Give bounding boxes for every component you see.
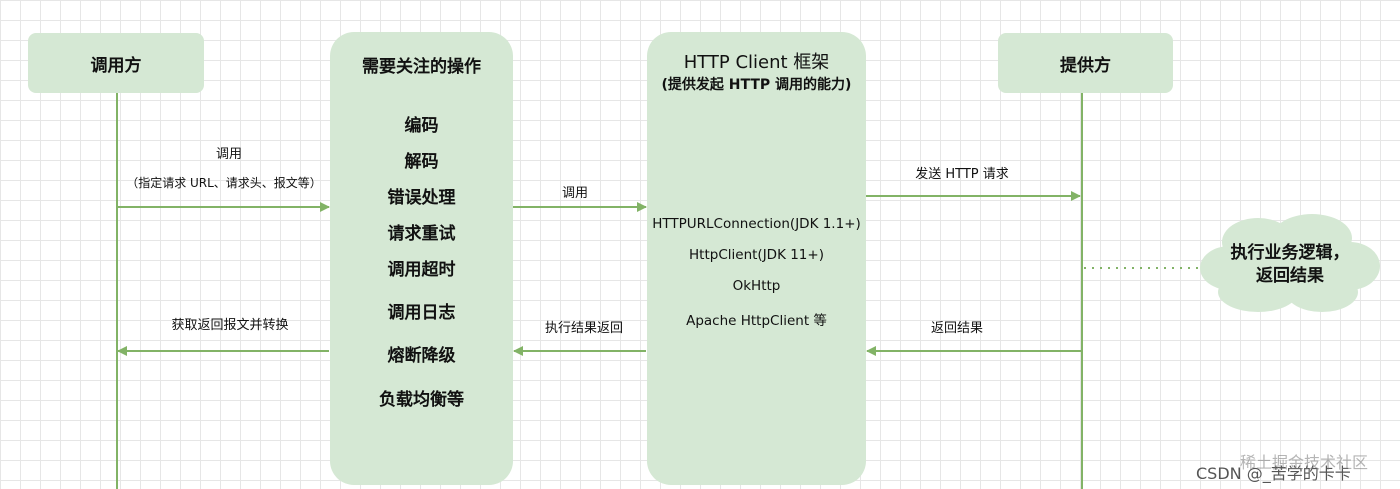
provider-label: 提供方 [1060, 55, 1111, 76]
msg-call-2-label: 调用 [561, 186, 589, 201]
op-item: 错误处理 [387, 188, 456, 208]
client-panel-title: HTTP Client 框架 [683, 52, 830, 73]
op-item: 负载均衡等 [379, 390, 464, 410]
msg-receive-convert: 获取返回报文并转换 [171, 318, 289, 333]
cloud-text: 执行业务逻辑， 返回结果 [1200, 242, 1380, 288]
framework-item: OkHttp [732, 278, 781, 294]
msg-call-detail: （指定请求 URL、请求头、报文等） [126, 176, 322, 190]
msg-send-request: 发送 HTTP 请求 [915, 167, 1009, 182]
op-item: 请求重试 [387, 224, 456, 244]
msg-call-label: 调用 [215, 147, 243, 162]
framework-item: HTTPURLConnection(JDK 1.1+) [652, 216, 861, 232]
watermark-overlay: 稀土掘金技术社区 [1240, 453, 1369, 472]
op-item: 编码 [404, 116, 439, 136]
cloud-line-2: 返回结果 [1256, 266, 1324, 286]
ops-panel: 需要关注的操作 编码 解码 错误处理 请求重试 调用超时 调用日志 熔断降级 负… [330, 32, 513, 485]
caller-label: 调用方 [90, 55, 142, 76]
op-item: 调用超时 [387, 260, 456, 280]
provider-box: 提供方 [998, 33, 1173, 93]
op-item: 调用日志 [387, 303, 456, 323]
caller-box: 调用方 [28, 33, 204, 93]
msg-exec-return: 执行结果返回 [544, 321, 624, 336]
client-panel-subtitle: (提供发起 HTTP 调用的能力) [661, 77, 852, 93]
client-panel: HTTP Client 框架 (提供发起 HTTP 调用的能力) HTTPURL… [647, 32, 866, 485]
watermark-csdn: CSDN @_苦学的卡卡 [1196, 464, 1351, 483]
framework-item: Apache HttpClient 等 [686, 313, 827, 329]
framework-item: HttpClient(JDK 11+) [689, 247, 824, 263]
op-item: 熔断降级 [387, 346, 456, 366]
op-item: 解码 [404, 152, 439, 172]
ops-panel-title: 需要关注的操作 [362, 57, 481, 77]
cloud-shape [1200, 214, 1380, 312]
msg-return-result: 返回结果 [930, 321, 984, 336]
cloud-line-1: 执行业务逻辑， [1230, 243, 1350, 263]
